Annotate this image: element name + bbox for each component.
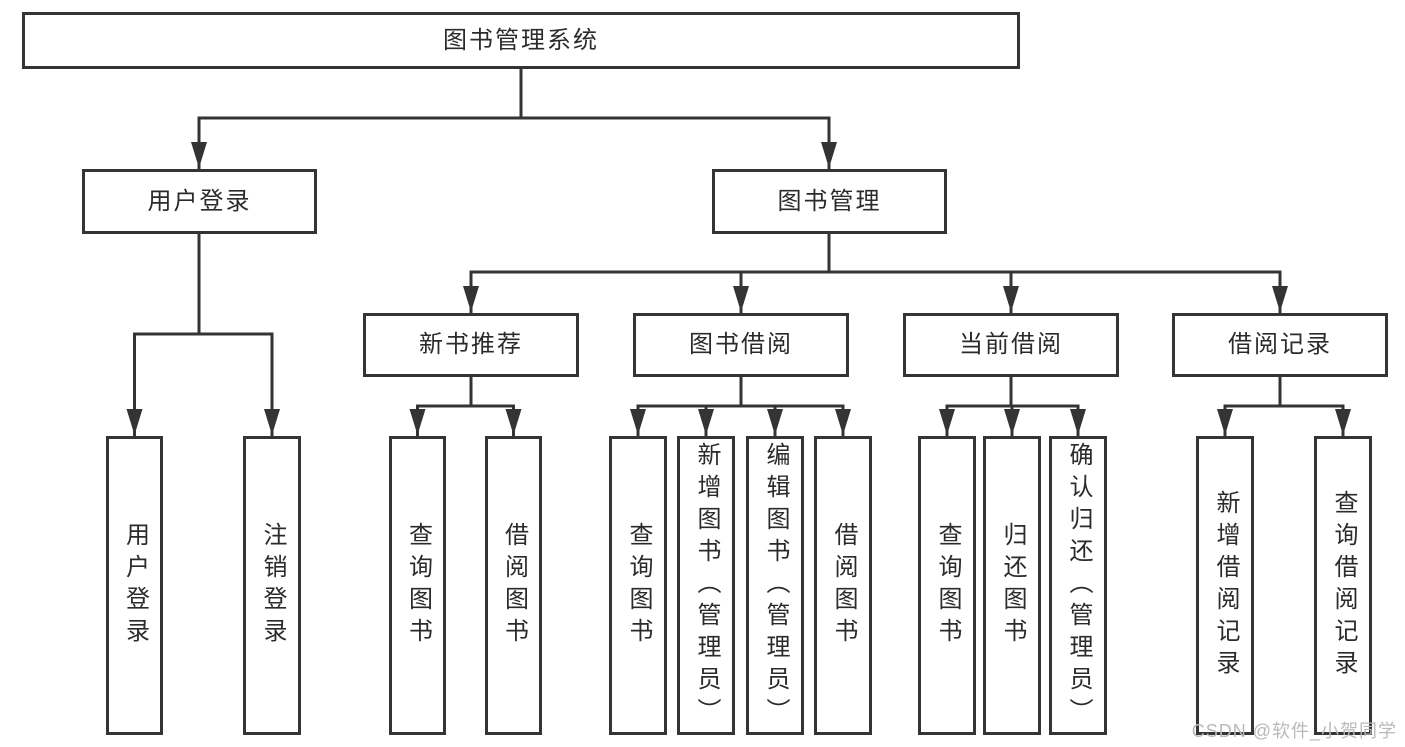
node-book-management: 图书管理 (712, 169, 947, 234)
leaf-query-borrow-record: 查询借阅记录 (1314, 436, 1372, 735)
node-book-borrow-label: 图书借阅 (689, 331, 793, 358)
node-new-book-recommend: 新书推荐 (363, 313, 579, 377)
leaf-logout: 注销登录 (243, 436, 301, 735)
leaf-borrow-book-recommend: 借阅图书 (485, 436, 542, 735)
node-user-login-label: 用户登录 (147, 187, 252, 215)
leaf-query-book-recommend: 查询图书 (389, 436, 446, 735)
leaf-user-login-label: 用户登录 (121, 521, 149, 650)
leaf-return-book: 归还图书 (983, 436, 1041, 735)
leaf-user-login: 用户登录 (106, 436, 163, 735)
node-library-system-label: 图书管理系统 (443, 26, 599, 54)
node-user-login: 用户登录 (82, 169, 317, 234)
leaf-borrow-book-label: 借阅图书 (830, 521, 857, 650)
node-new-book-recommend-label: 新书推荐 (419, 331, 523, 358)
leaf-borrow-book-recommend-label: 借阅图书 (500, 521, 528, 650)
leaf-add-book-admin-label: 新增图书（管理员） (693, 441, 720, 730)
node-current-borrow: 当前借阅 (903, 313, 1119, 377)
node-borrow-record: 借阅记录 (1172, 313, 1388, 377)
leaf-logout-label: 注销登录 (259, 521, 286, 650)
leaf-borrow-book: 借阅图书 (814, 436, 872, 735)
leaf-edit-book-admin: 编辑图书（管理员） (746, 436, 804, 735)
leaf-query-book-borrow: 查询图书 (609, 436, 667, 735)
leaf-confirm-return-admin-label: 确认归还（管理员） (1065, 441, 1092, 730)
leaf-query-book-borrow-label: 查询图书 (625, 521, 652, 650)
leaf-query-book-current: 查询图书 (918, 436, 976, 735)
node-library-system: 图书管理系统 (22, 12, 1020, 69)
csdn-watermark: CSDN @软件_小贺同学 (1191, 721, 1397, 741)
leaf-add-book-admin: 新增图书（管理员） (677, 436, 735, 735)
leaf-return-book-label: 归还图书 (999, 521, 1026, 650)
node-current-borrow-label: 当前借阅 (959, 331, 1063, 358)
leaf-query-book-current-label: 查询图书 (934, 521, 961, 650)
node-borrow-record-label: 借阅记录 (1228, 331, 1332, 358)
node-book-management-label: 图书管理 (777, 187, 882, 215)
leaf-edit-book-admin-label: 编辑图书（管理员） (762, 441, 789, 730)
leaf-confirm-return-admin: 确认归还（管理员） (1049, 436, 1107, 735)
leaf-query-borrow-record-label: 查询借阅记录 (1330, 489, 1357, 682)
leaf-add-borrow-record-label: 新增借阅记录 (1212, 489, 1239, 682)
node-book-borrow: 图书借阅 (633, 313, 849, 377)
leaf-add-borrow-record: 新增借阅记录 (1196, 436, 1254, 735)
leaf-query-book-recommend-label: 查询图书 (404, 521, 432, 650)
